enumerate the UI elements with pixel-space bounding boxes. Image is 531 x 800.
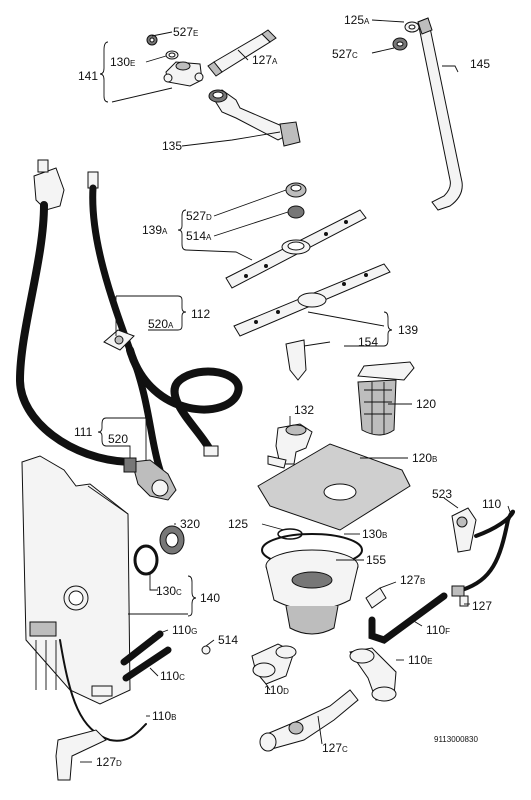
part-drain-hose [15,159,134,466]
part-527e-nut [146,34,158,46]
label-527d: 527D [186,209,212,223]
label-127: 127 [472,599,492,613]
part-110g-hose [120,630,164,666]
label-520a: 520A [148,317,174,331]
part-145-supply-pipe [417,17,463,211]
part-110f-hose [368,592,448,644]
label-110: 110 [482,497,501,511]
label-527e: 527E [173,25,198,39]
label-110c: 110C [160,669,185,683]
label-140: 140 [200,591,220,605]
label-135: 135 [162,139,182,153]
label-520: 520 [108,432,128,446]
part-154-holder [285,339,307,381]
part-320-seal [159,525,185,555]
part-labels: 527E 130E 141 127A 135 125A 527C 145 527… [74,13,501,769]
label-139: 139 [398,323,418,337]
label-111: 111 [74,425,93,439]
label-514a: 514A [186,229,212,243]
part-120-filter [357,361,415,436]
label-130b: 130B [362,527,387,541]
part-111-inlet-valve [123,457,177,501]
label-155: 155 [366,553,386,567]
label-139a: 139A [142,223,168,237]
part-135-spray-pipe [208,89,301,147]
label-130e: 130E [110,55,135,69]
part-127b-sleeve [365,587,387,609]
label-127a: 127A [252,53,278,67]
label-514: 514 [218,633,238,647]
part-110d-elbow [251,643,297,685]
part-110c-hose [122,646,172,682]
label-110f: 110F [426,623,450,637]
label-120: 120 [416,397,436,411]
part-coiled-hose [126,346,243,457]
leader-lines [80,19,511,763]
part-125a-gasket [404,21,420,33]
part-130c-ring [133,544,159,576]
label-527c: 527C [332,47,358,61]
part-130e-washer [165,50,179,60]
label-125: 125 [228,517,248,531]
part-527d-nut [285,182,307,198]
label-141: 141 [78,69,98,83]
label-127c: 127C [322,741,348,755]
part-527c-nut [392,37,408,51]
part-127d-pipe [55,729,107,781]
label-132: 132 [294,403,314,417]
label-154: 154 [358,335,378,349]
part-upper-spray-arm [225,209,367,289]
part-110-hose [460,509,515,592]
part-155-sump [265,549,359,635]
label-110g: 110G [172,623,197,637]
part-127c-pipe [259,689,359,752]
part-127a-tube [207,29,277,77]
part-520a-clip [103,329,135,351]
label-125a: 125A [344,13,370,27]
label-523: 523 [432,487,452,501]
diagram-code: 9113000830 [434,735,478,744]
part-141-bracket [163,61,204,87]
label-130c: 130C [156,584,182,598]
part-140-side-panel [21,455,131,705]
part-514-plug [201,645,211,655]
part-523-clamp [451,507,477,553]
label-127b: 127B [400,573,425,587]
part-110e-elbow [349,647,397,702]
label-112: 112 [191,307,210,321]
label-120b: 120B [412,451,437,465]
part-154-lower-spray-arm [233,263,391,337]
part-120b-flat-filter [257,443,411,531]
label-110e: 110E [408,653,432,667]
label-110b: 110B [152,709,176,723]
label-110d: 110D [264,683,289,697]
label-145: 145 [470,57,490,71]
part-127-connector [451,585,469,607]
part-132-insert [267,423,313,469]
label-127d: 127D [96,755,122,769]
label-320: 320 [180,517,200,531]
part-514a-insert [287,205,305,219]
